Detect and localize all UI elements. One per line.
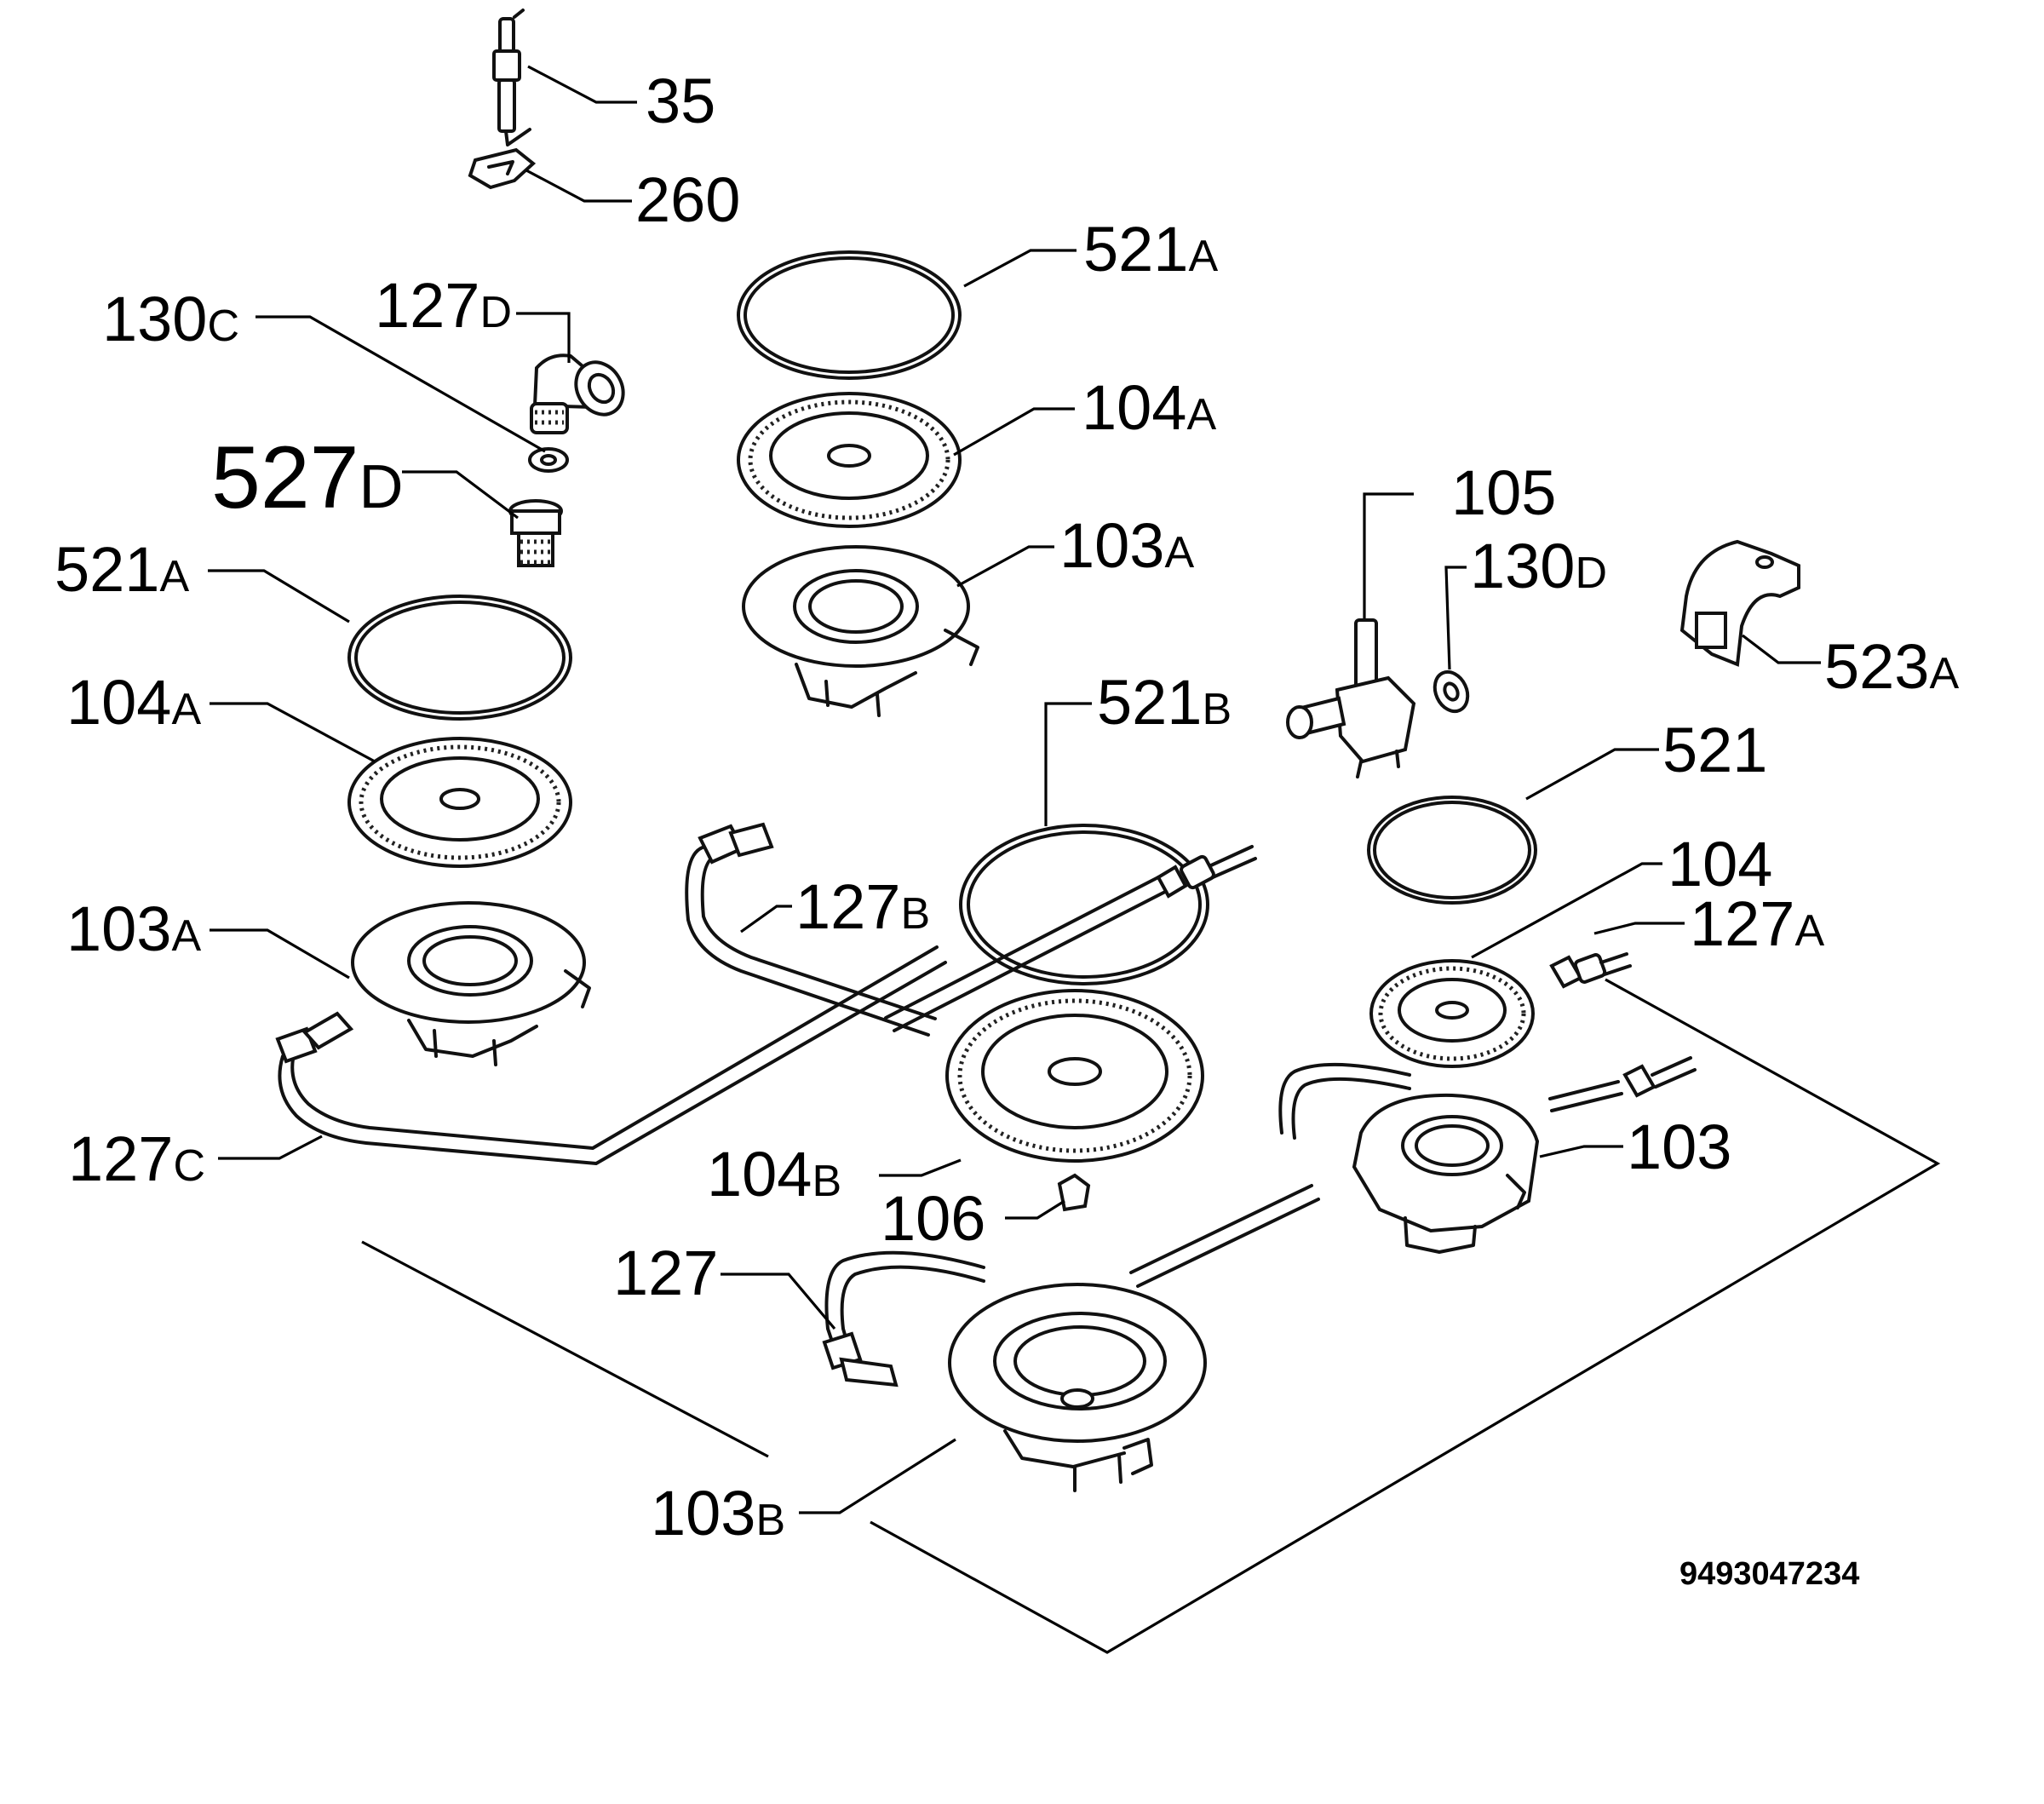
callout-127d: 127D: [375, 270, 512, 341]
injector-106: [1057, 1173, 1091, 1212]
callout-35: 35: [646, 66, 715, 136]
callout-127b: 127B: [795, 871, 930, 942]
callout-521b: 521B: [1097, 667, 1232, 738]
sealing-washer-130d: [1433, 669, 1470, 714]
burner-cap-ring-521a-top: [737, 250, 962, 380]
flame-spreader-104: [1369, 959, 1535, 1068]
callout-523a: 523A: [1824, 631, 1959, 702]
callout-104a-top: 104A: [1082, 372, 1216, 443]
callout-521a-left: 521A: [55, 534, 189, 605]
callout-130c: 130C: [102, 284, 239, 354]
flame-spreader-104a-top: [737, 392, 962, 528]
leader-lines: [208, 65, 1821, 1514]
sealing-washer-130c: [528, 447, 569, 473]
callout-104a-left: 104A: [66, 667, 201, 738]
gas-pipe-127b: [685, 822, 937, 1037]
callout-127c: 127C: [68, 1123, 205, 1194]
burner-base-103b: [948, 1283, 1207, 1492]
callout-labels: 35 260 521A 127D 130C 104A 527D 105 521A…: [55, 66, 1959, 1548]
callout-103a-left: 103A: [66, 893, 201, 964]
gas-pipe-127c: [275, 945, 947, 1165]
burner-base-103a-top: [742, 545, 979, 717]
ignition-electrode: [492, 9, 531, 147]
callout-105: 105: [1451, 457, 1556, 528]
threaded-nipple-527d: [508, 499, 563, 567]
electrode-clip: [468, 147, 537, 190]
callout-127a: 127A: [1690, 888, 1824, 959]
gas-pipe-127: [822, 845, 1320, 1387]
flame-spreader-104b: [945, 989, 1204, 1163]
callout-106: 106: [881, 1183, 985, 1254]
callout-103a-top: 103A: [1059, 510, 1194, 581]
callout-521: 521: [1662, 715, 1767, 785]
document-number: 9493047234: [1679, 1556, 1859, 1592]
burner-cap-ring-521a-left: [347, 595, 572, 721]
callout-521a-top: 521A: [1083, 214, 1218, 284]
callout-527d: 527D: [211, 428, 404, 527]
callout-260: 260: [635, 164, 740, 235]
gas-valve-105: [1286, 618, 1416, 778]
burner-cap-ring-521: [1367, 796, 1537, 905]
callout-104b: 104B: [707, 1139, 841, 1209]
hob-frame-outline: [361, 978, 1941, 1654]
callout-104: 104: [1668, 829, 1772, 899]
callout-103b: 103B: [651, 1478, 785, 1548]
mounting-bracket-523a: [1679, 539, 1800, 667]
burner-cap-ring-521b: [959, 824, 1209, 985]
burner-base-103a-left: [351, 901, 591, 1066]
callout-127: 127: [613, 1238, 718, 1308]
burner-base-103: [1352, 1093, 1540, 1254]
flame-spreader-104a-left: [347, 737, 572, 868]
callout-130d: 130D: [1470, 531, 1607, 601]
elbow-fitting: [530, 353, 625, 434]
callout-103: 103: [1627, 1112, 1731, 1182]
gas-pipe-127a: [1278, 952, 1697, 1140]
